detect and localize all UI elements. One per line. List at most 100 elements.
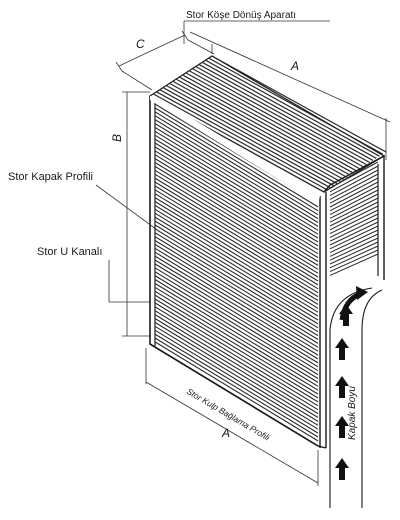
front-slat bbox=[154, 290, 319, 391]
top-slat bbox=[211, 55, 387, 153]
front-slat bbox=[154, 236, 319, 337]
depth-extension-left bbox=[121, 70, 153, 91]
front-slat bbox=[154, 212, 319, 313]
cover-profile-leader bbox=[95, 184, 161, 233]
front-slat bbox=[154, 325, 319, 426]
arrow-group bbox=[335, 286, 368, 480]
up-arrow-icon bbox=[335, 338, 349, 360]
up-arrow-icon bbox=[335, 416, 349, 438]
depth-dimension-tick-left bbox=[115, 61, 123, 72]
front-slat bbox=[154, 302, 319, 403]
height-dimension-label: B bbox=[110, 134, 124, 142]
front-slat bbox=[154, 123, 319, 223]
housing-top-slats bbox=[149, 55, 387, 193]
side-slat bbox=[329, 165, 379, 193]
front-slat bbox=[154, 169, 319, 270]
front-slat bbox=[154, 321, 319, 422]
front-slat bbox=[154, 298, 319, 399]
top-slat bbox=[152, 93, 328, 191]
front-slat bbox=[154, 185, 319, 286]
front-slat bbox=[154, 255, 319, 356]
top-slat bbox=[172, 80, 348, 178]
front-slat bbox=[154, 119, 319, 220]
front-slat bbox=[154, 271, 319, 372]
front-slat bbox=[154, 318, 319, 418]
front-slat bbox=[154, 208, 319, 309]
front-slat bbox=[154, 329, 319, 430]
depth-dimension-tick-right bbox=[181, 30, 189, 41]
depth-extension-right bbox=[187, 39, 215, 55]
front-slat bbox=[154, 189, 319, 290]
side-slat bbox=[329, 237, 379, 261]
front-slat bbox=[154, 177, 319, 278]
front-slat bbox=[154, 111, 319, 212]
front-slat bbox=[154, 310, 319, 411]
front-slat bbox=[154, 341, 319, 442]
front-slat bbox=[154, 286, 319, 387]
front-slat bbox=[154, 181, 319, 282]
right-side-frame bbox=[323, 154, 385, 280]
side-slat bbox=[329, 233, 379, 257]
cover-length-guide-left bbox=[329, 287, 373, 508]
side-slat bbox=[329, 245, 379, 269]
front-slat bbox=[154, 337, 319, 438]
front-slat bbox=[154, 240, 319, 340]
front-slat bbox=[154, 134, 319, 235]
top-slat bbox=[182, 74, 357, 172]
front-slat bbox=[154, 282, 319, 383]
front-slat bbox=[154, 220, 319, 321]
front-slat bbox=[154, 158, 319, 259]
front-slat bbox=[154, 247, 319, 348]
front-slat bbox=[154, 201, 319, 301]
side-slat bbox=[329, 209, 379, 235]
top-slat bbox=[205, 59, 380, 157]
front-slat bbox=[154, 126, 319, 227]
top-slat bbox=[166, 84, 341, 182]
top-slat bbox=[201, 61, 377, 159]
top-slat bbox=[198, 63, 374, 161]
front-slat bbox=[154, 173, 319, 274]
retracted-side-slats bbox=[329, 161, 379, 276]
front-slat bbox=[154, 224, 319, 325]
front-slat bbox=[154, 306, 319, 407]
side-slat bbox=[329, 185, 379, 212]
front-slat bbox=[154, 263, 319, 364]
front-slat bbox=[154, 146, 319, 247]
corner-apparatus-label: Stor Köşe Dönüş Aparatı bbox=[186, 10, 296, 21]
front-slat bbox=[154, 228, 319, 329]
top-width-dimension-line bbox=[189, 31, 391, 123]
depth-dimension-label: C bbox=[136, 37, 145, 51]
cover-length-guide-right bbox=[361, 289, 383, 508]
front-slat bbox=[154, 294, 319, 395]
front-slat bbox=[154, 243, 319, 344]
side-slat bbox=[329, 193, 379, 219]
side-slat bbox=[329, 253, 379, 276]
top-slat bbox=[159, 89, 335, 187]
top-slat bbox=[162, 87, 338, 185]
top-slat bbox=[188, 70, 364, 168]
top-slat bbox=[156, 91, 331, 189]
up-arrow-icon bbox=[335, 376, 349, 398]
side-slat bbox=[329, 197, 379, 223]
front-slat bbox=[154, 130, 319, 231]
side-slat bbox=[329, 205, 379, 231]
side-slat bbox=[329, 213, 379, 238]
front-slat bbox=[154, 197, 319, 298]
depth-dimension-line bbox=[118, 34, 186, 67]
front-slat bbox=[154, 204, 319, 305]
side-slat bbox=[329, 249, 379, 273]
front-slat bbox=[154, 138, 319, 239]
front-slat bbox=[154, 193, 319, 294]
front-slat bbox=[154, 275, 319, 376]
u-channel-label: Stor U Kanalı bbox=[37, 246, 102, 258]
side-slat bbox=[329, 177, 379, 204]
front-slat bbox=[154, 259, 319, 360]
top-slat bbox=[192, 68, 367, 166]
top-slat bbox=[179, 76, 354, 174]
front-slat bbox=[154, 154, 319, 255]
top-slat bbox=[175, 78, 351, 176]
front-slat bbox=[154, 165, 319, 266]
side-slat bbox=[329, 173, 379, 200]
front-slat bbox=[154, 142, 319, 243]
